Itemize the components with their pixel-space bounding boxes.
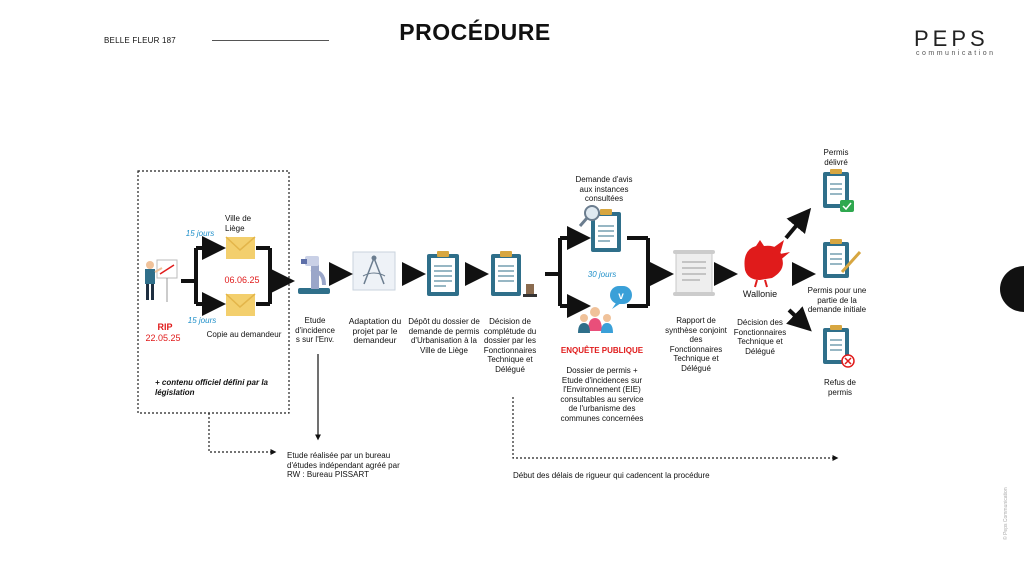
consultation-request-label: Demande d'avis aux instances consultées [575,175,633,203]
step-deposit-label: Dépôt du dossier de demande de permis d'… [408,317,480,355]
timeline-dotted-connector [512,397,839,461]
envelope-icon [225,293,256,316]
clipboard-icon [427,251,459,296]
clipboard-magnifier-icon [578,205,621,252]
public-inquiry-title: ENQUÊTE PUBLIQUE [560,346,644,355]
outcome-refused-label: Refus de permis [823,378,857,397]
outcome-granted-label: Permis délivré [823,148,849,167]
people-group-icon: v [578,286,632,333]
permit-refused-icon [823,325,855,368]
envelope-icon [225,236,256,259]
wallonie-logo-text: Wallonie [742,289,778,299]
rip-date: 22.05.25 [145,333,181,343]
step-adaptation-label: Adaptation du projet par le demandeur [348,316,402,345]
public-inquiry-text: Dossier de permis + Etude d'incidences s… [560,366,644,423]
wallonie-rooster-icon [744,240,790,288]
permit-partial-icon [823,239,862,278]
step-synthesis-label: Rapport de synthèse conjoint des Fonctio… [665,316,727,373]
report-scroll-icon [673,250,715,296]
flow-arrows [329,207,816,332]
project-name: BELLE FLEUR 187 [104,36,176,45]
header-divider [212,40,329,41]
peps-logo: PEPS [914,26,989,51]
impact-study-note: Etude réalisée par un bureau d'études in… [287,451,400,479]
rip-label: RIP [157,322,173,332]
permit-granted-icon [823,169,854,212]
microscope-icon [298,256,330,294]
svg-text:v: v [618,291,624,302]
rip-dotted-frame [137,170,290,414]
outcome-partial-label: Permis pour une partie de la demande ini… [807,286,867,314]
step-decision-label: Décision des Fonctionnaires Technique et… [733,318,787,356]
days-thirty: 30 jours [587,270,617,279]
presenter-icon [145,259,178,302]
clipboard-stamp-icon [491,251,537,297]
peps-logo-subtitle: communication [916,50,996,57]
official-content-note: + contenu officiel défini par la législa… [155,378,268,397]
rip-branch-arrows [181,236,295,316]
days-bottom: 15 jours [187,316,217,325]
recipient-copy-applicant: Copie au demandeur [206,330,282,339]
rip-dotted-connector [208,413,277,455]
timeline-label: Début des délais de rigueur qui cadencen… [513,471,710,480]
days-top: 15 jours [185,229,215,238]
blueprint-icon [352,251,396,291]
step-impact-study-label: Etude d'incidence s sur l'Env. [295,316,335,344]
recipient-ville-liege: Ville de Liège [225,214,252,233]
step-completeness-label: Décision de complétude du dossier par le… [483,317,537,374]
send-date: 06.06.25 [224,275,260,285]
page-title: PROCÉDURE [399,19,551,45]
